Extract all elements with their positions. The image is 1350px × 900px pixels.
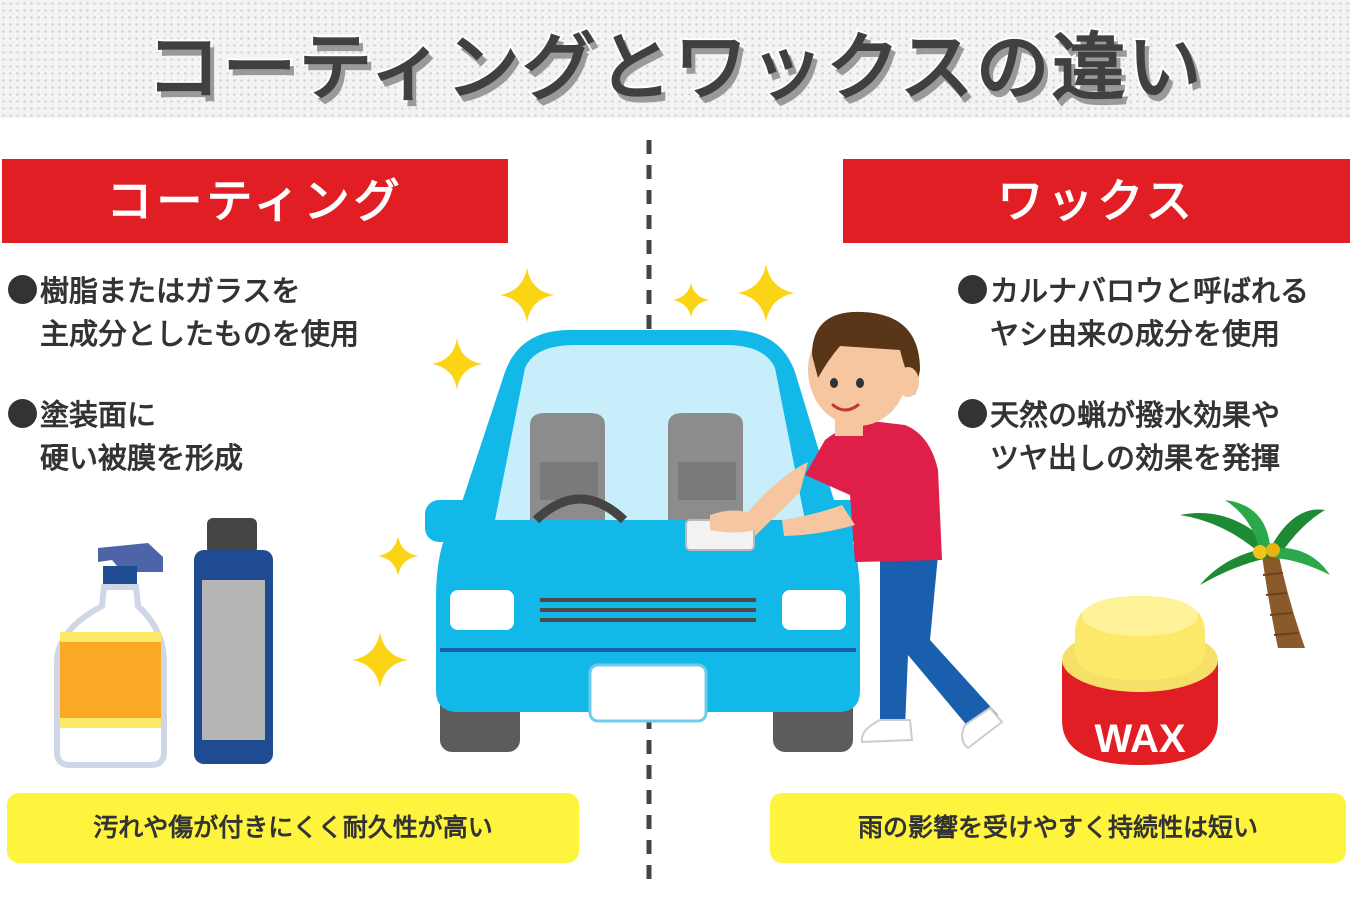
coating-bullet-2-line2: 硬い被膜を形成 bbox=[40, 441, 244, 475]
coating-bullet-2-line1: 塗装面に bbox=[40, 398, 157, 432]
coating-bullet-1: 樹脂またはガラスを 主成分としたものを使用 bbox=[8, 270, 359, 356]
wax-bullet-1-line1: カルナバロウと呼ばれる bbox=[990, 274, 1310, 308]
wax-bullet-1: カルナバロウと呼ばれる ヤシ由来の成分を使用 bbox=[958, 270, 1309, 356]
coating-bullet-2: 塗装面に 硬い被膜を形成 bbox=[8, 394, 243, 480]
wax-jar-icon: WAX bbox=[1062, 596, 1218, 765]
sparkle-icon bbox=[378, 536, 418, 576]
sparkle-icon bbox=[432, 338, 482, 390]
wax-bullet-1-line2: ヤシ由来の成分を使用 bbox=[990, 317, 1281, 351]
person-icon bbox=[685, 311, 1004, 750]
wax-bullet-2-line1: 天然の蝋が撥水効果や bbox=[990, 398, 1281, 432]
wax-header: ワックス bbox=[843, 159, 1350, 243]
wax-bullet-2-line2: ツヤ出しの効果を発揮 bbox=[990, 441, 1281, 475]
bullet-dot-icon bbox=[958, 275, 987, 304]
sparkle-icon bbox=[738, 264, 794, 322]
bullet-dot-icon bbox=[958, 399, 987, 428]
sparkle-icon bbox=[352, 632, 408, 688]
page-title: コーティングとワックスの違い bbox=[144, 23, 1204, 113]
spray-bottle-icon bbox=[54, 543, 167, 768]
wax-summary-note: 雨の影響を受けやすく持続性は短い bbox=[770, 793, 1346, 863]
coating-summary-note: 汚れや傷が付きにくく耐久性が高い bbox=[7, 793, 579, 863]
bullet-dot-icon bbox=[8, 275, 37, 304]
coating-bullet-1-line2: 主成分としたものを使用 bbox=[40, 317, 360, 351]
wax-jar-label: WAX bbox=[1094, 717, 1185, 761]
coating-bottle-icon bbox=[194, 518, 273, 764]
coating-header: コーティング bbox=[2, 159, 508, 243]
sparkle-icons bbox=[352, 264, 794, 688]
sparkle-icon bbox=[673, 283, 709, 317]
wax-bullet-2: 天然の蝋が撥水効果や ツヤ出しの効果を発揮 bbox=[958, 394, 1280, 480]
sparkle-icon bbox=[500, 268, 554, 322]
car-icon bbox=[425, 330, 870, 752]
coating-bullet-1-line1: 樹脂またはガラスを bbox=[40, 274, 301, 308]
bullet-dot-icon bbox=[8, 399, 37, 428]
title-background bbox=[0, 0, 1350, 118]
palm-tree-icon bbox=[1180, 500, 1330, 648]
